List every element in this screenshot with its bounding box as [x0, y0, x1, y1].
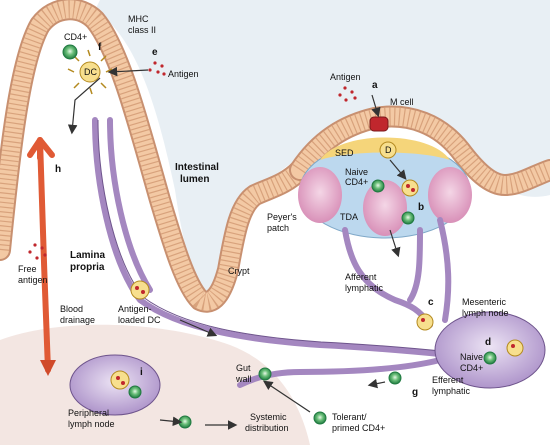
follicle-center — [363, 180, 407, 236]
dendritic-cell-sed — [379, 141, 397, 159]
label-mesenteric-node: lymph node — [462, 308, 509, 318]
letter-a: a — [372, 80, 378, 91]
label-drainage: drainage — [60, 315, 95, 325]
label-mhc: MHC — [128, 14, 149, 24]
flow-arrows — [67, 66, 407, 430]
label-gut: Gut — [236, 363, 251, 373]
label-peyers: Peyer's — [267, 212, 297, 222]
label-loaded-dc: loaded DC — [118, 315, 161, 325]
letter-i: i — [140, 367, 143, 378]
mesenteric-lymph-node — [434, 311, 546, 389]
label-lamina: Lamina — [70, 250, 105, 261]
label-afferent: Afferent — [345, 272, 377, 282]
label-naive-mln: Naive — [460, 352, 483, 362]
label-peripheral: Peripheral — [68, 408, 109, 418]
label-cd4-pp: CD4+ — [345, 177, 368, 187]
lymphatic-vessels — [92, 117, 453, 388]
label-intestinal: Intestinal — [175, 162, 219, 173]
label-tda: TDA — [340, 212, 358, 222]
dc-mesenteric — [506, 339, 524, 357]
label-mesenteric: Mesenteric — [462, 297, 507, 307]
letter-e: e — [152, 47, 158, 58]
epithelium-dome-borders — [292, 107, 550, 195]
label-primed-cd4: primed CD4+ — [332, 423, 385, 433]
letter-h: h — [55, 164, 61, 175]
follicle-right — [428, 167, 472, 223]
dc-afferent — [416, 313, 434, 331]
label-antigen-mcell: Antigen — [330, 72, 361, 82]
dc-peripheral — [110, 370, 130, 390]
label-efferent-lymphatic: lymphatic — [432, 386, 471, 396]
label-cd4-top: CD4+ — [64, 32, 87, 42]
label-tolerant: Tolerant/ — [332, 412, 367, 422]
label-cd4-mln: CD4+ — [460, 363, 483, 373]
label-antigen-top: Antigen — [168, 69, 199, 79]
lymphatic-vessel-edges — [97, 119, 452, 353]
epithelium-cell-borders — [0, 0, 307, 311]
letter-g: g — [412, 387, 418, 398]
label-free: Free — [18, 264, 37, 274]
label-naive-pp: Naive — [345, 167, 368, 177]
m-cell — [369, 116, 389, 132]
label-antigen-loaded: Antigen- — [118, 304, 152, 314]
label-peripheral-node: lymph node — [68, 419, 115, 429]
letter-d: d — [485, 337, 491, 348]
label-efferent: Efferent — [432, 375, 464, 385]
panel-letters: a b c d e f g h i — [55, 42, 491, 398]
label-sed: SED — [335, 148, 354, 158]
label-distribution: distribution — [245, 423, 289, 433]
letter-c: c — [428, 297, 434, 308]
labels: MHC class II CD4+ DC Antigen Antigen M c… — [18, 14, 509, 433]
label-class2: class II — [128, 25, 156, 35]
label-blood: Blood — [60, 304, 83, 314]
label-crypt: Crypt — [228, 266, 250, 276]
letter-f: f — [98, 42, 102, 53]
antigen-dots — [28, 61, 357, 260]
blood-vessel — [27, 137, 55, 373]
label-mcell: M cell — [390, 97, 414, 107]
label-systemic: Systemic — [250, 412, 287, 422]
label-patch: patch — [267, 223, 289, 233]
follicle-left — [298, 167, 342, 223]
antigen-loaded-dc — [130, 280, 150, 300]
label-d-sed: D — [385, 145, 392, 155]
label-free-antigen: antigen — [18, 275, 48, 285]
letter-b: b — [418, 202, 424, 213]
label-afferent-lymphatic: lymphatic — [345, 283, 384, 293]
label-dc-top: DC — [84, 67, 97, 77]
intestinal-lumen — [95, 0, 550, 300]
label-wall: wall — [235, 374, 252, 384]
label-propria: propria — [70, 262, 105, 273]
label-lumen: lumen — [180, 174, 209, 185]
dendritic-cell-pp — [401, 179, 419, 197]
